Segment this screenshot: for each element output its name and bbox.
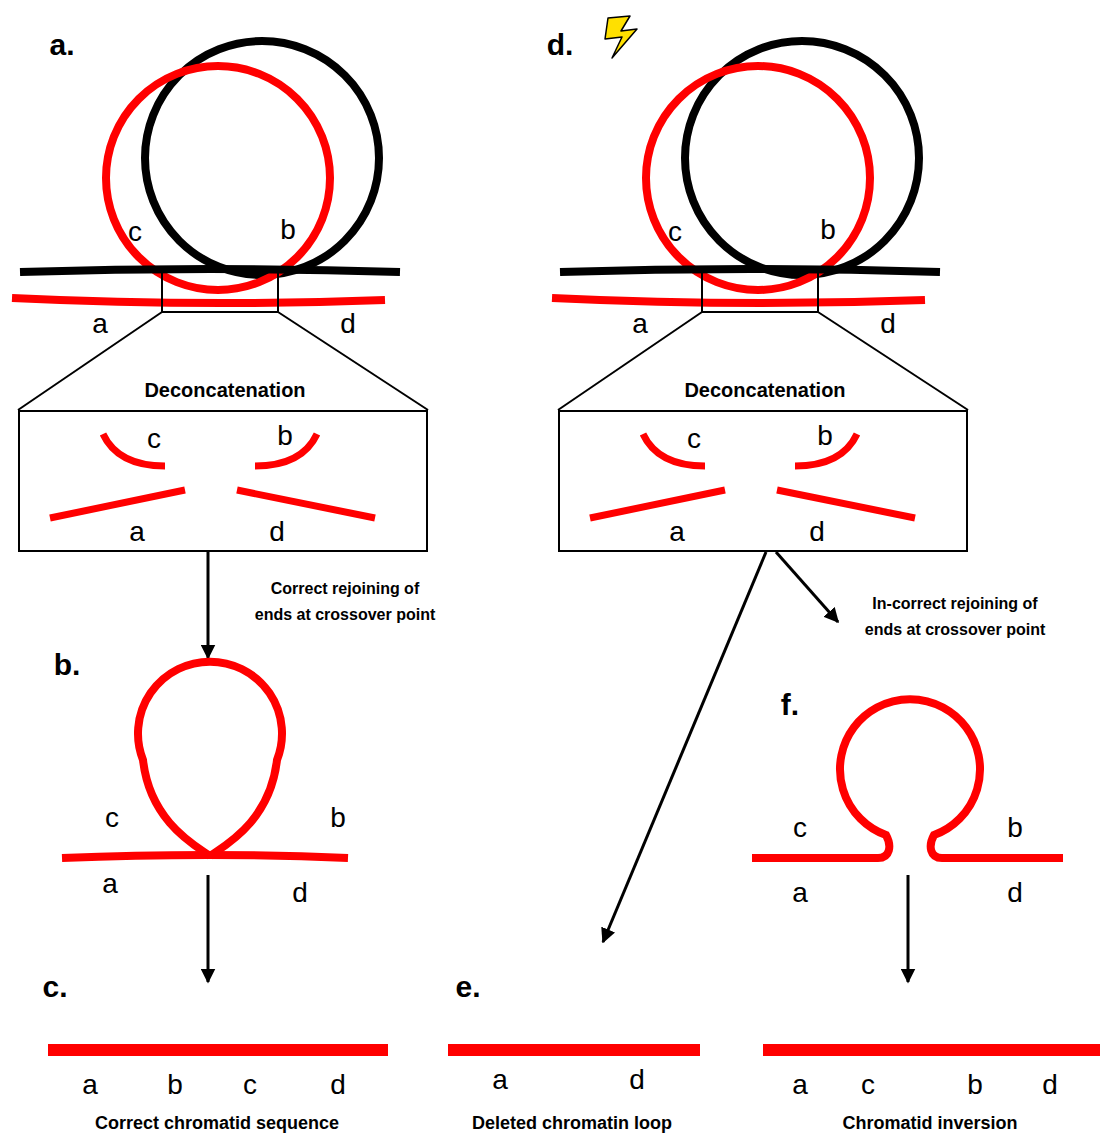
strand-end-label: c bbox=[793, 812, 807, 844]
damaged-concatenated-chromatids bbox=[552, 41, 968, 518]
strand-end-label: a bbox=[792, 877, 808, 909]
strand-end-label: d bbox=[809, 516, 825, 548]
chromatid-strand bbox=[62, 855, 348, 858]
chromatid-loop bbox=[106, 66, 330, 290]
strand-end-label: b bbox=[280, 214, 296, 246]
strand-end-label: d bbox=[1007, 877, 1023, 909]
deconcatenation-box: Deconcatenationcbad bbox=[18, 410, 428, 552]
chromatid-loop bbox=[646, 66, 870, 290]
strand-end-label: b bbox=[967, 1069, 983, 1101]
zoom-box bbox=[702, 268, 818, 312]
strand-end-label: c bbox=[668, 216, 682, 248]
flow-arrow bbox=[207, 875, 210, 982]
sister-chromatid-strand bbox=[560, 269, 940, 272]
chromatid-strand bbox=[12, 298, 385, 303]
strand-end-label: a bbox=[632, 308, 648, 340]
strand-end-label: d bbox=[292, 877, 308, 909]
strand-end-label: d bbox=[880, 308, 896, 340]
flow-arrow bbox=[603, 552, 766, 942]
panel-letter: a. bbox=[49, 28, 74, 63]
strand-fragment bbox=[50, 490, 185, 518]
chromatid-bar bbox=[448, 1044, 700, 1056]
deconcatenation-box: Deconcatenationcbad bbox=[558, 410, 968, 552]
sister-chromatid-strand bbox=[20, 269, 400, 272]
strand-fragment bbox=[777, 490, 915, 518]
strand-end-label: d bbox=[340, 308, 356, 340]
panel-letter: f. bbox=[781, 688, 799, 723]
strand-end-label: a bbox=[492, 1064, 508, 1096]
strand-end-label: d bbox=[269, 516, 285, 548]
strand-end-label: b bbox=[1007, 812, 1023, 844]
panel-caption: Correct chromatid sequence bbox=[95, 1113, 339, 1134]
chromatid-bar bbox=[763, 1044, 1100, 1056]
strand-fragment bbox=[237, 490, 375, 518]
strand-end-label: d bbox=[629, 1064, 645, 1096]
flow-arrow bbox=[207, 552, 210, 658]
strand-end-label: b bbox=[817, 420, 833, 452]
zoom-line bbox=[18, 312, 162, 410]
strand-end-label: c bbox=[147, 423, 161, 455]
strand-end-label: a bbox=[82, 1069, 98, 1101]
panel-letter: d. bbox=[547, 28, 574, 63]
strand-end-label: a bbox=[92, 308, 108, 340]
strand-end-label: a bbox=[792, 1069, 808, 1101]
strand-end-label: a bbox=[129, 516, 145, 548]
panel-letter: b. bbox=[54, 648, 81, 683]
strand-end-label: b bbox=[167, 1069, 183, 1101]
strand-end-label: c bbox=[105, 802, 119, 834]
box-heading: Deconcatenation bbox=[144, 379, 305, 402]
strand-end-label: c bbox=[243, 1069, 257, 1101]
chromatid-loop bbox=[138, 662, 282, 856]
box-heading: Deconcatenation bbox=[684, 379, 845, 402]
strand-end-label: c bbox=[128, 216, 142, 248]
damage-bolt bbox=[605, 16, 637, 58]
strand-end-label: b bbox=[277, 420, 293, 452]
strand-end-label: d bbox=[1042, 1069, 1058, 1101]
strand-end-label: c bbox=[687, 423, 701, 455]
chromatid-bar bbox=[48, 1044, 388, 1056]
strand-fragment bbox=[590, 490, 725, 518]
chromatid-strand bbox=[552, 298, 925, 303]
flow-arrow bbox=[907, 875, 910, 982]
zoom-line bbox=[558, 312, 702, 410]
strand-end-label: a bbox=[102, 868, 118, 900]
zoom-box bbox=[162, 268, 278, 312]
panel-letter: e. bbox=[455, 970, 480, 1005]
strand-end-label: b bbox=[820, 214, 836, 246]
panel-caption: Chromatid inversion bbox=[842, 1113, 1017, 1134]
flow-arrow bbox=[776, 552, 838, 622]
concatenated-chromatids bbox=[12, 41, 428, 518]
strand-end-label: a bbox=[669, 516, 685, 548]
inverted-loop bbox=[752, 699, 1063, 858]
panel-caption: Deleted chromatin loop bbox=[472, 1113, 672, 1134]
strand-end-label: c bbox=[861, 1069, 875, 1101]
arrow-label: Correct rejoining of ends at crossover p… bbox=[252, 576, 438, 627]
panel-letter: c. bbox=[42, 970, 67, 1005]
strand-end-label: d bbox=[330, 1069, 346, 1101]
arrow-label: In-correct rejoining of ends at crossove… bbox=[862, 591, 1048, 642]
strand-end-label: b bbox=[330, 802, 346, 834]
